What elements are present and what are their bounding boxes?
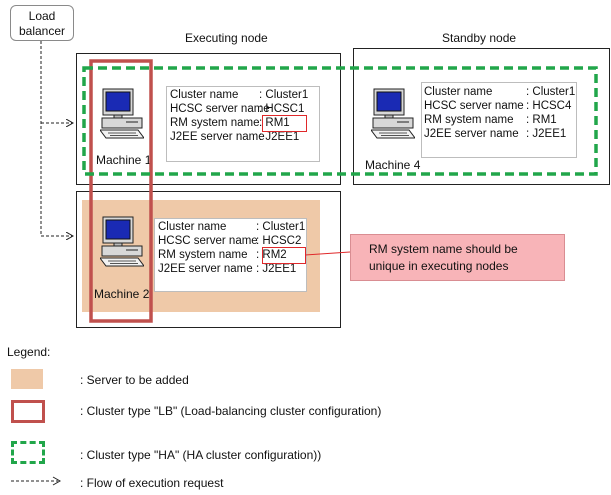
legend-added-swatch (11, 369, 43, 389)
load-balancer-label-line1: Load (28, 9, 56, 23)
legend-lb-text: : Cluster type "LB" (Load-balancing clus… (80, 404, 382, 418)
callout-line1: RM system name should be (369, 242, 518, 256)
legend-flow-arrow-icon (11, 476, 62, 486)
load-balancer-label-line2: balancer (18, 24, 66, 38)
machine-4-rm-key: RM system name (424, 114, 514, 126)
machine-1-info-panel (166, 86, 320, 162)
machine-4-hcsc-key: HCSC server name (424, 100, 524, 112)
machine-4-label: Machine 4 (365, 158, 421, 172)
machine-1-j2ee-key: J2EE server name (170, 131, 265, 143)
machine-1-cluster-value: : Cluster1 (259, 89, 309, 101)
machine-2-j2ee-value: : J2EE1 (256, 263, 297, 275)
legend-title: Legend: (7, 345, 51, 359)
lb-cluster-outline (89, 59, 153, 323)
machine-2-j2ee-key: J2EE server name (158, 263, 253, 275)
computer-icon (100, 216, 144, 267)
machine-2-cluster-value: : Cluster1 (256, 221, 306, 233)
load-balancer-box: Load balancer (10, 5, 74, 41)
ha-cluster-outline (82, 66, 598, 176)
computer-icon (371, 88, 415, 139)
machine-1-hcsc-value: : HCSC1 (259, 103, 305, 115)
machine-4-j2ee-value: : J2EE1 (526, 128, 567, 140)
execution-flow-arrows (40, 41, 73, 236)
machine-2-cluster-key: Cluster name (158, 221, 227, 233)
machine-2-hcsc-value: : HCSC2 (256, 235, 302, 247)
legend-added-text: : Server to be added (80, 373, 189, 387)
machine-1-rm-value: : RM1 (259, 117, 290, 129)
computer-icon (100, 88, 144, 139)
machine-4-cluster-key: Cluster name (424, 86, 493, 98)
machine-2-rm-highlight (262, 247, 306, 264)
machine-4-rm-value: : RM1 (526, 114, 557, 126)
machine-1-rm-key: RM system name (170, 117, 260, 129)
legend-ha-text: : Cluster type "HA" (HA cluster configur… (80, 448, 322, 462)
machine-4-cluster-value: : Cluster1 (526, 86, 576, 98)
callout-box: RM system name should be unique in execu… (350, 234, 565, 281)
machine-1-hcsc-key: HCSC server name (170, 103, 270, 115)
callout-line2: unique in executing nodes (369, 259, 509, 273)
machine-1-label: Machine 1 (96, 153, 152, 167)
machine-1-rm-highlight (262, 115, 307, 132)
machine-1-cluster-key: Cluster name (170, 89, 239, 101)
machine-2-rm-key: RM system name (158, 249, 248, 261)
legend-lb-swatch (11, 400, 45, 423)
legend-ha-swatch (11, 441, 45, 464)
executing-node-header: Executing node (185, 31, 268, 45)
legend-flow-text: : Flow of execution request (80, 476, 224, 490)
machine-2-rm-value: : RM2 (256, 249, 287, 261)
machine-2-label: Machine 2 (94, 287, 150, 301)
machine-2-hcsc-key: HCSC server name (158, 235, 258, 247)
machine-4-hcsc-value: : HCSC4 (526, 100, 572, 112)
machine-1-j2ee-value: : J2EE1 (259, 131, 300, 143)
machine-2-info-panel (154, 218, 307, 292)
standby-node-header: Standby node (442, 31, 517, 45)
machine-4-info-panel (421, 82, 577, 158)
callout-connector (304, 251, 351, 256)
machine-4-j2ee-key: J2EE server name (424, 128, 519, 140)
